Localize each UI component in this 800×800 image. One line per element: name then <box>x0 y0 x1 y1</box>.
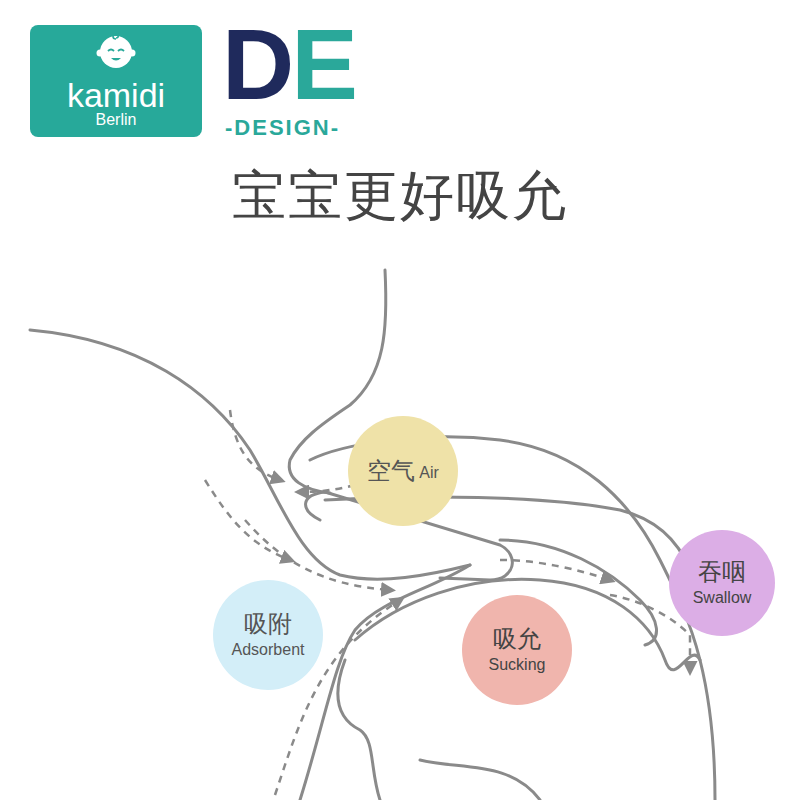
adsorbent-circle: 吸附Adsorbent <box>213 580 323 690</box>
logo-box: kamidiBerlin <box>30 25 202 137</box>
brand-letters: DE <box>222 14 355 114</box>
node-subtext: Sucking <box>489 655 546 676</box>
air-circle: 空气Air <box>348 416 458 526</box>
node-heading: 吸附 <box>244 609 292 640</box>
node-heading: 空气 <box>367 457 415 486</box>
brand-subtitle: -DESIGN- <box>225 115 340 141</box>
node-heading: 吞咽 <box>698 557 746 588</box>
baby-face-icon <box>96 31 136 71</box>
node-subtext: Swallow <box>693 588 752 609</box>
node-subtext: Air <box>419 463 439 482</box>
sucking-circle: 吸允Sucking <box>462 595 572 705</box>
node-subtext: Berlin <box>96 112 137 128</box>
node-subtext: Adsorbent <box>232 640 305 661</box>
node-heading: kamidi <box>67 78 165 112</box>
page-title: 宝宝更好吸允 <box>0 160 800 233</box>
swallow-circle: 吞咽Swallow <box>669 530 775 636</box>
node-heading: 吸允 <box>493 624 541 655</box>
